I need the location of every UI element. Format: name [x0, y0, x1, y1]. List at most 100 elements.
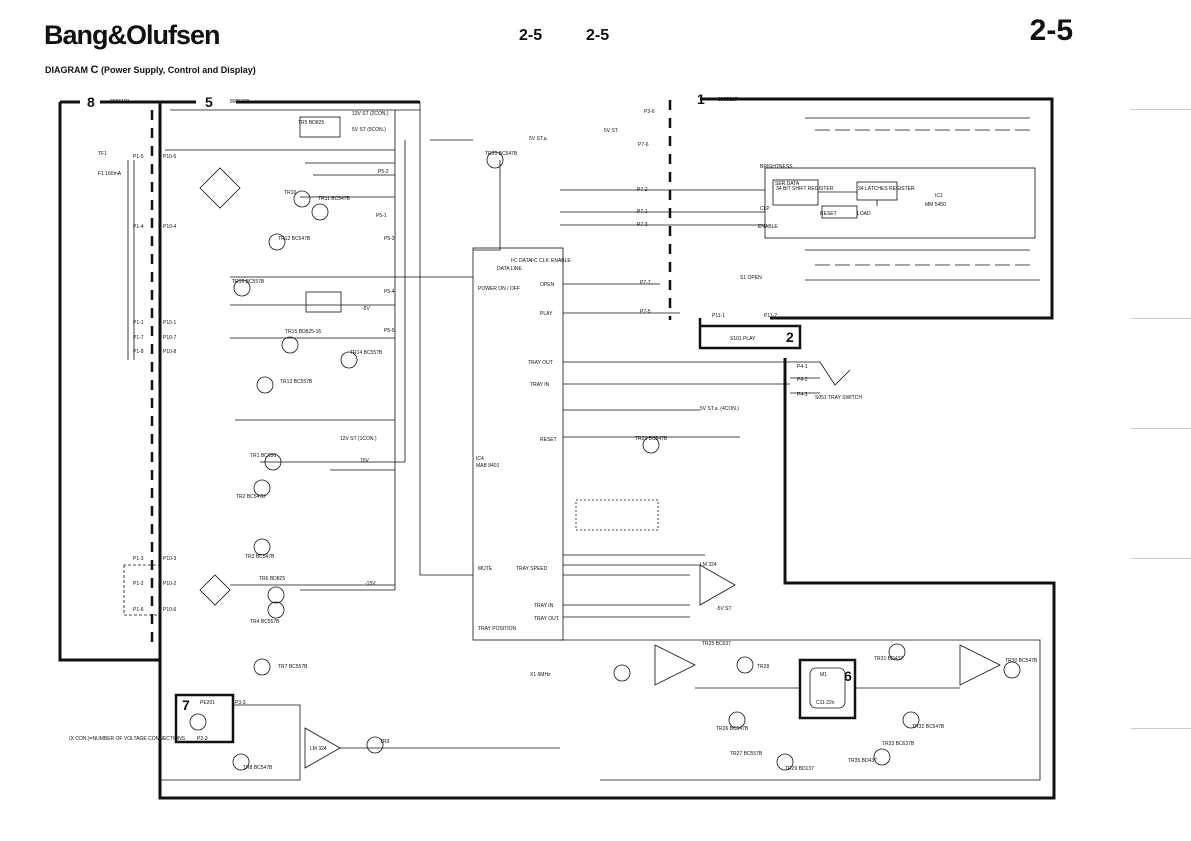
ic4-pin-trayin2: TRAY IN — [534, 603, 554, 609]
schematic-label: TR12 BC547B — [278, 236, 311, 242]
schematic-label: S101 PLAY — [730, 336, 756, 342]
ic4-pin-i2c-data: I²C DATA — [511, 258, 532, 264]
schematic-label: TR7 BC557B — [278, 664, 308, 670]
schematic-label: TR6 BD825 — [259, 576, 285, 582]
schematic-label: TR2 BC547B — [236, 494, 266, 500]
schematic-label: TR32 BC547B — [912, 724, 945, 730]
section-8-label: 8 — [87, 94, 95, 110]
schematic-label: C11 22n — [816, 700, 835, 706]
schematic-label: P3-6 — [644, 109, 655, 115]
schematic-label: P10-2 — [163, 581, 177, 587]
ic1-block-latches: 34 LATCHES REGISTER — [858, 186, 915, 192]
schematic-label: P10-3 — [163, 556, 177, 562]
section-6-label: 6 — [844, 668, 852, 684]
ic1-pin-serdata: SER.DATA — [775, 181, 800, 187]
schematic-label: TR30 BC547B — [1005, 658, 1038, 664]
footnote: (X CON.)=NUMBER OF VOLTAGE CONNECTIONS — [69, 736, 186, 742]
schematic-label: P10-4 — [163, 224, 177, 230]
schematic-label: P5-2 — [378, 169, 389, 175]
rail-5vsta: 5V ST.a. — [529, 136, 548, 142]
section-7-label: 7 — [182, 697, 190, 713]
schematic-label: P5-3 — [384, 236, 395, 242]
ic1-type: MM 5450 — [925, 202, 946, 208]
margin-rule — [1131, 728, 1191, 729]
schematic-label: P10-8 — [163, 349, 177, 355]
schematic-label: DIAGRAM — [45, 65, 91, 75]
schematic-label: P7-1 — [637, 209, 648, 215]
section-1-code: 8005217 — [718, 97, 738, 103]
brand-logo: Bang&Olufsen — [44, 20, 221, 50]
schematic-label: TR4 BC557B — [250, 619, 280, 625]
schematic-label: P1-8 — [133, 349, 144, 355]
schematic-label: P7-2 — [637, 187, 648, 193]
ic3-type: LM 324 — [310, 746, 327, 752]
section-1-label: 1 — [697, 91, 705, 107]
page-number-mid: 2-5 — [586, 27, 610, 44]
schematic-label: TR25 BC637 — [702, 641, 731, 647]
margin-rule — [1131, 558, 1191, 559]
page-number-right: 2-5 — [1029, 14, 1073, 47]
ic4-type: MAB 8401 — [476, 463, 500, 469]
rail-15v: 15V — [360, 458, 370, 464]
ic4-pin-trayspeed: TRAY SPEED — [516, 566, 548, 572]
ic1-pin-enable: ENABLE — [758, 224, 778, 230]
schematic-label: P10-1 — [163, 320, 177, 326]
schematic-label: TF1 — [98, 151, 107, 157]
schematic-label: P5-5 — [384, 328, 395, 334]
schematic-label: P11-2 — [764, 313, 777, 319]
schematic-label: P7-6 — [638, 142, 649, 148]
schematic-label: TR21 BC547B — [635, 436, 668, 442]
schematic-label: P2-3 — [197, 736, 208, 742]
section-5-code: 8005220 — [230, 99, 250, 105]
schematic-label: P4-1 — [797, 364, 808, 370]
schematic-label: P7-7 — [640, 280, 651, 286]
schematic-label: P10-6 — [163, 607, 177, 613]
schematic-label: TR28 — [757, 664, 769, 670]
rail-5vst: 5V ST. — [604, 128, 619, 134]
schematic-label: TR27 BC557B — [730, 751, 763, 757]
margin-rule — [1131, 109, 1191, 110]
ic4-pin-mute: MUTE — [478, 566, 493, 572]
schematic-label: TR3 BC547B — [245, 554, 275, 560]
ic4-pin-dataline: DATA LINE — [497, 266, 522, 272]
schematic-label: F1 160mA — [98, 171, 122, 177]
ic4-pin-i2c-clk: I²C CLK — [531, 258, 549, 264]
schematic-label: TR31 BD437 — [874, 656, 903, 662]
schematic-label: TR35 BD437 — [848, 758, 877, 764]
schematic-label: TR10 — [284, 190, 296, 196]
rail-5vsta-4con: 5V ST.a. (4CON.) — [700, 406, 739, 412]
margin-rule — [1131, 318, 1191, 319]
schematic-label: S051 TRAY SWITCH — [815, 395, 862, 401]
schematic-label: TR14 BC557B — [350, 350, 383, 356]
schematic-label: P1-5 — [133, 154, 144, 160]
schematic-label: P5-1 — [376, 213, 387, 219]
section-2-label: 2 — [786, 329, 794, 345]
ic5-type: LM 324 — [700, 562, 717, 568]
schematic-label: TR29 BD137 — [785, 766, 814, 772]
diagram-title: DIAGRAM C (Power Supply, Control and Dis… — [45, 64, 256, 76]
schematic-label: P11-1 — [712, 313, 725, 319]
ic1-ref: IC1 — [935, 193, 943, 199]
schematic-label: P1-7 — [133, 335, 144, 341]
schematic-label: X1 6MHz — [530, 672, 551, 678]
ic4-pin-enable: ENABLE — [551, 258, 571, 264]
schematic-label: TR9 — [380, 739, 390, 745]
schematic-label: TR8 BC547B — [243, 765, 273, 771]
schematic-label: S1 OPEN — [740, 275, 762, 281]
schematic-label: P3-3 — [235, 700, 246, 706]
schematic-label: P4-3 — [797, 392, 808, 398]
schematic-label: TR26 BC547B — [716, 726, 749, 732]
schematic-label: P4-2 — [797, 377, 808, 383]
ic1-pin-clp: CLP — [760, 206, 770, 212]
ic1-block-shift: 34 BIT SHIFT REGISTER — [776, 186, 834, 192]
schematic-label: P7-5 — [640, 309, 651, 315]
schematic-label: P1-2 — [133, 581, 144, 587]
schematic-label: P10-5 — [163, 154, 177, 160]
schematic-label: TR16 BC557B — [232, 279, 265, 285]
ic1-pin-load: LOAD — [857, 211, 871, 217]
schematic-label: P10-7 — [163, 335, 177, 341]
ic4-pin-power: POWER ON / OFF — [478, 286, 520, 292]
margin-rule — [1131, 428, 1191, 429]
schematic-label: TR1 BC636 — [250, 453, 276, 459]
